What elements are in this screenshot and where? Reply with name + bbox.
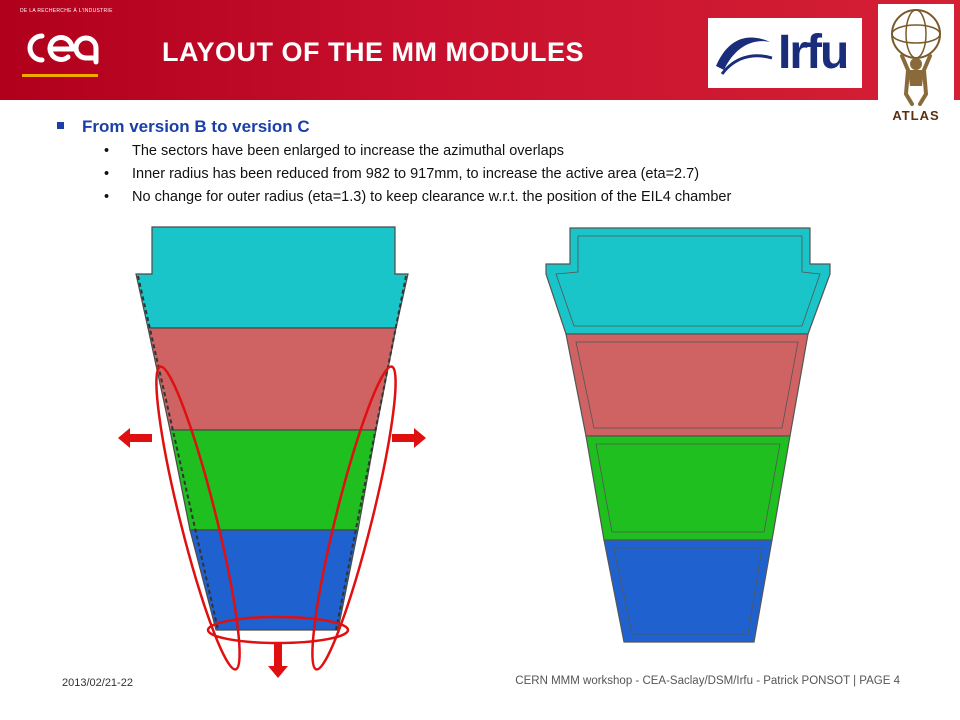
down-arrow-icon xyxy=(268,644,288,678)
main-bullet-text: From version B to version C xyxy=(82,117,310,136)
atlas-figure-icon xyxy=(891,9,941,106)
module-red xyxy=(565,333,809,437)
left-edge-dashed xyxy=(137,275,219,631)
inner-radius-ellipse xyxy=(206,615,350,645)
module-cyan-inner xyxy=(555,235,821,327)
list-item: • Inner radius has been reduced from 982 … xyxy=(104,163,954,186)
module-green xyxy=(585,435,791,541)
module-blue xyxy=(603,539,773,643)
module-cyan xyxy=(135,226,409,329)
list-item-text: The sectors have been enlarged to increa… xyxy=(132,143,565,159)
right-arrow-icon xyxy=(392,428,426,448)
module-blue xyxy=(189,529,359,631)
cea-underline xyxy=(22,74,98,77)
left-arrow-icon xyxy=(118,428,152,448)
main-bullet: From version B to version C xyxy=(57,117,310,137)
module-layout-version-b xyxy=(118,226,426,678)
module-blue-inner xyxy=(613,547,763,635)
cea-logo: DE LA RECHERCHE À L'INDUSTRIE xyxy=(20,8,113,88)
footer-date: 2013/02/21-22 xyxy=(62,677,133,689)
bullet-dot-icon: • xyxy=(104,189,110,205)
irfu-swoosh-icon xyxy=(716,37,773,75)
module-cyan xyxy=(545,227,831,335)
square-bullet-icon xyxy=(57,122,64,130)
cea-tagline: DE LA RECHERCHE À L'INDUSTRIE xyxy=(20,8,113,14)
bullet-dot-icon: • xyxy=(104,143,110,159)
irfu-logo: Irfu xyxy=(708,18,862,88)
module-layout-version-c xyxy=(545,227,831,643)
list-item: • The sectors have been enlarged to incre… xyxy=(104,140,954,163)
list-item-text: Inner radius has been reduced from 982 t… xyxy=(132,166,700,182)
atlas-wordmark: ATLAS xyxy=(892,108,940,123)
list-item-text: No change for outer radius (eta=1.3) to … xyxy=(132,189,732,205)
page-title: LAYOUT OF THE MM MODULES xyxy=(162,37,584,67)
module-red-inner xyxy=(575,341,799,429)
list-item: • No change for outer radius (eta=1.3) to… xyxy=(104,186,954,209)
left-overlap-ellipse xyxy=(155,365,241,671)
footer-info: CERN MMM workshop - CEA-Saclay/DSM/Irfu … xyxy=(515,675,900,687)
cea-wordmark-icon xyxy=(27,33,99,65)
irfu-wordmark: Irfu xyxy=(778,26,849,79)
atlas-logo: ATLAS xyxy=(878,4,954,124)
sub-bullet-list: • The sectors have been enlarged to incre… xyxy=(104,140,954,209)
bullet-dot-icon: • xyxy=(104,166,110,182)
right-overlap-ellipse xyxy=(311,365,397,671)
module-green-inner xyxy=(595,443,781,533)
